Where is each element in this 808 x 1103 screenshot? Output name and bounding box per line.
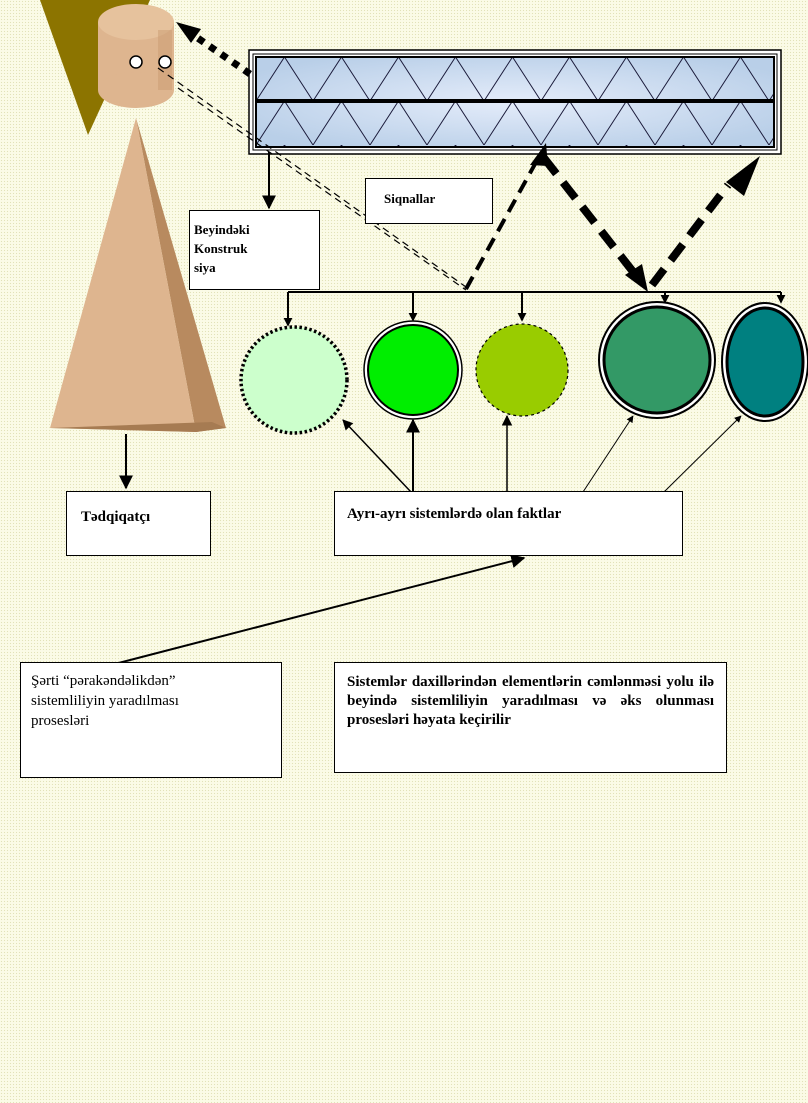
brain-construction-line: Konstruk [194, 241, 248, 256]
facts-label: Ayrı-ayrı sistemlərdə olan faktlar [334, 491, 683, 556]
right-eye [158, 55, 172, 69]
circle-teal [721, 302, 808, 422]
signal-arrowhead-top [176, 22, 201, 43]
conditional-process-line: Şərti “pərakəndəlikdən” [31, 673, 176, 689]
brain-construction-line: Beyindəki [194, 222, 250, 237]
signal-lines [157, 22, 760, 292]
circle-yellow-green [475, 323, 569, 417]
signals-label: Siqnallar [365, 178, 493, 224]
system-circles [239, 301, 808, 435]
conditional-process-line: sistemliliyin yaradılması [31, 693, 179, 709]
circle-sea-green [598, 301, 716, 419]
conditional-process-line: prosesləri [31, 713, 90, 729]
perception-panel [248, 49, 782, 155]
connectors [102, 152, 786, 668]
figure-body-side [136, 118, 226, 432]
circle-bright-green [363, 320, 463, 420]
brain-construction-line: siya [194, 260, 216, 275]
conditional-process-label: Şərti “pərakəndəlikdən” sistemliliyin ya… [20, 662, 282, 778]
signal-arrowhead-panel [726, 156, 760, 196]
figure-body [50, 118, 196, 432]
brain-construction-label: Beyindəki Konstruk siya [189, 210, 320, 290]
left-eye [129, 55, 143, 69]
summary-label: Sistemlər daxillərindən elementlərin cəm… [334, 662, 727, 773]
researcher-figure [40, 0, 226, 432]
researcher-label: Tədqiqatçı [66, 491, 211, 556]
circle-light-green [239, 325, 349, 435]
signal-arrowhead-circle [625, 264, 648, 292]
figure-base [50, 422, 226, 432]
